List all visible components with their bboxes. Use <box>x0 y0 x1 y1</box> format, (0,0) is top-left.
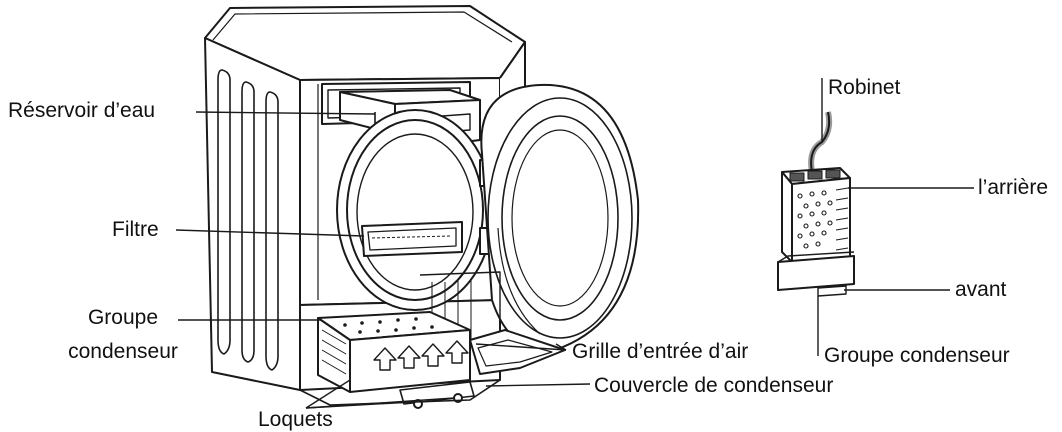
label-filter: Filtre <box>112 218 159 241</box>
leader-lines <box>175 78 974 409</box>
label-tap: Robinet <box>828 76 901 99</box>
condenser-unit-detail <box>777 111 855 297</box>
label-condenser-group-right: Groupe condenseur <box>824 344 1010 367</box>
label-condenser-cover: Couvercle de condenseur <box>594 374 834 397</box>
label-condenser-group-line2: condenseur <box>68 340 178 363</box>
label-air-inlet-grille: Grille d’entrée d’air <box>572 340 749 363</box>
label-condenser-group-line1: Groupe <box>87 306 159 329</box>
label-water-tank: Réservoir d’eau <box>8 99 156 122</box>
open-door <box>480 83 640 352</box>
label-front: avant <box>955 278 1007 301</box>
label-latches: Loquets <box>258 408 333 431</box>
label-back: l’arrière <box>978 176 1049 199</box>
drum-opening <box>336 109 495 311</box>
condenser-area <box>299 271 566 409</box>
